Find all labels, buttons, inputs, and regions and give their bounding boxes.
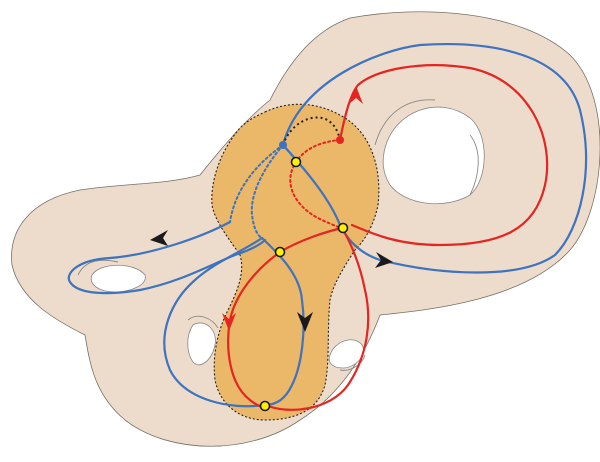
marked-point-bottom [261, 402, 270, 411]
marked-point-middle [276, 248, 285, 257]
base-point-blue [279, 141, 287, 149]
marked-point-top [292, 158, 301, 167]
base-point-red [336, 136, 344, 144]
marked-point-right [339, 224, 348, 233]
